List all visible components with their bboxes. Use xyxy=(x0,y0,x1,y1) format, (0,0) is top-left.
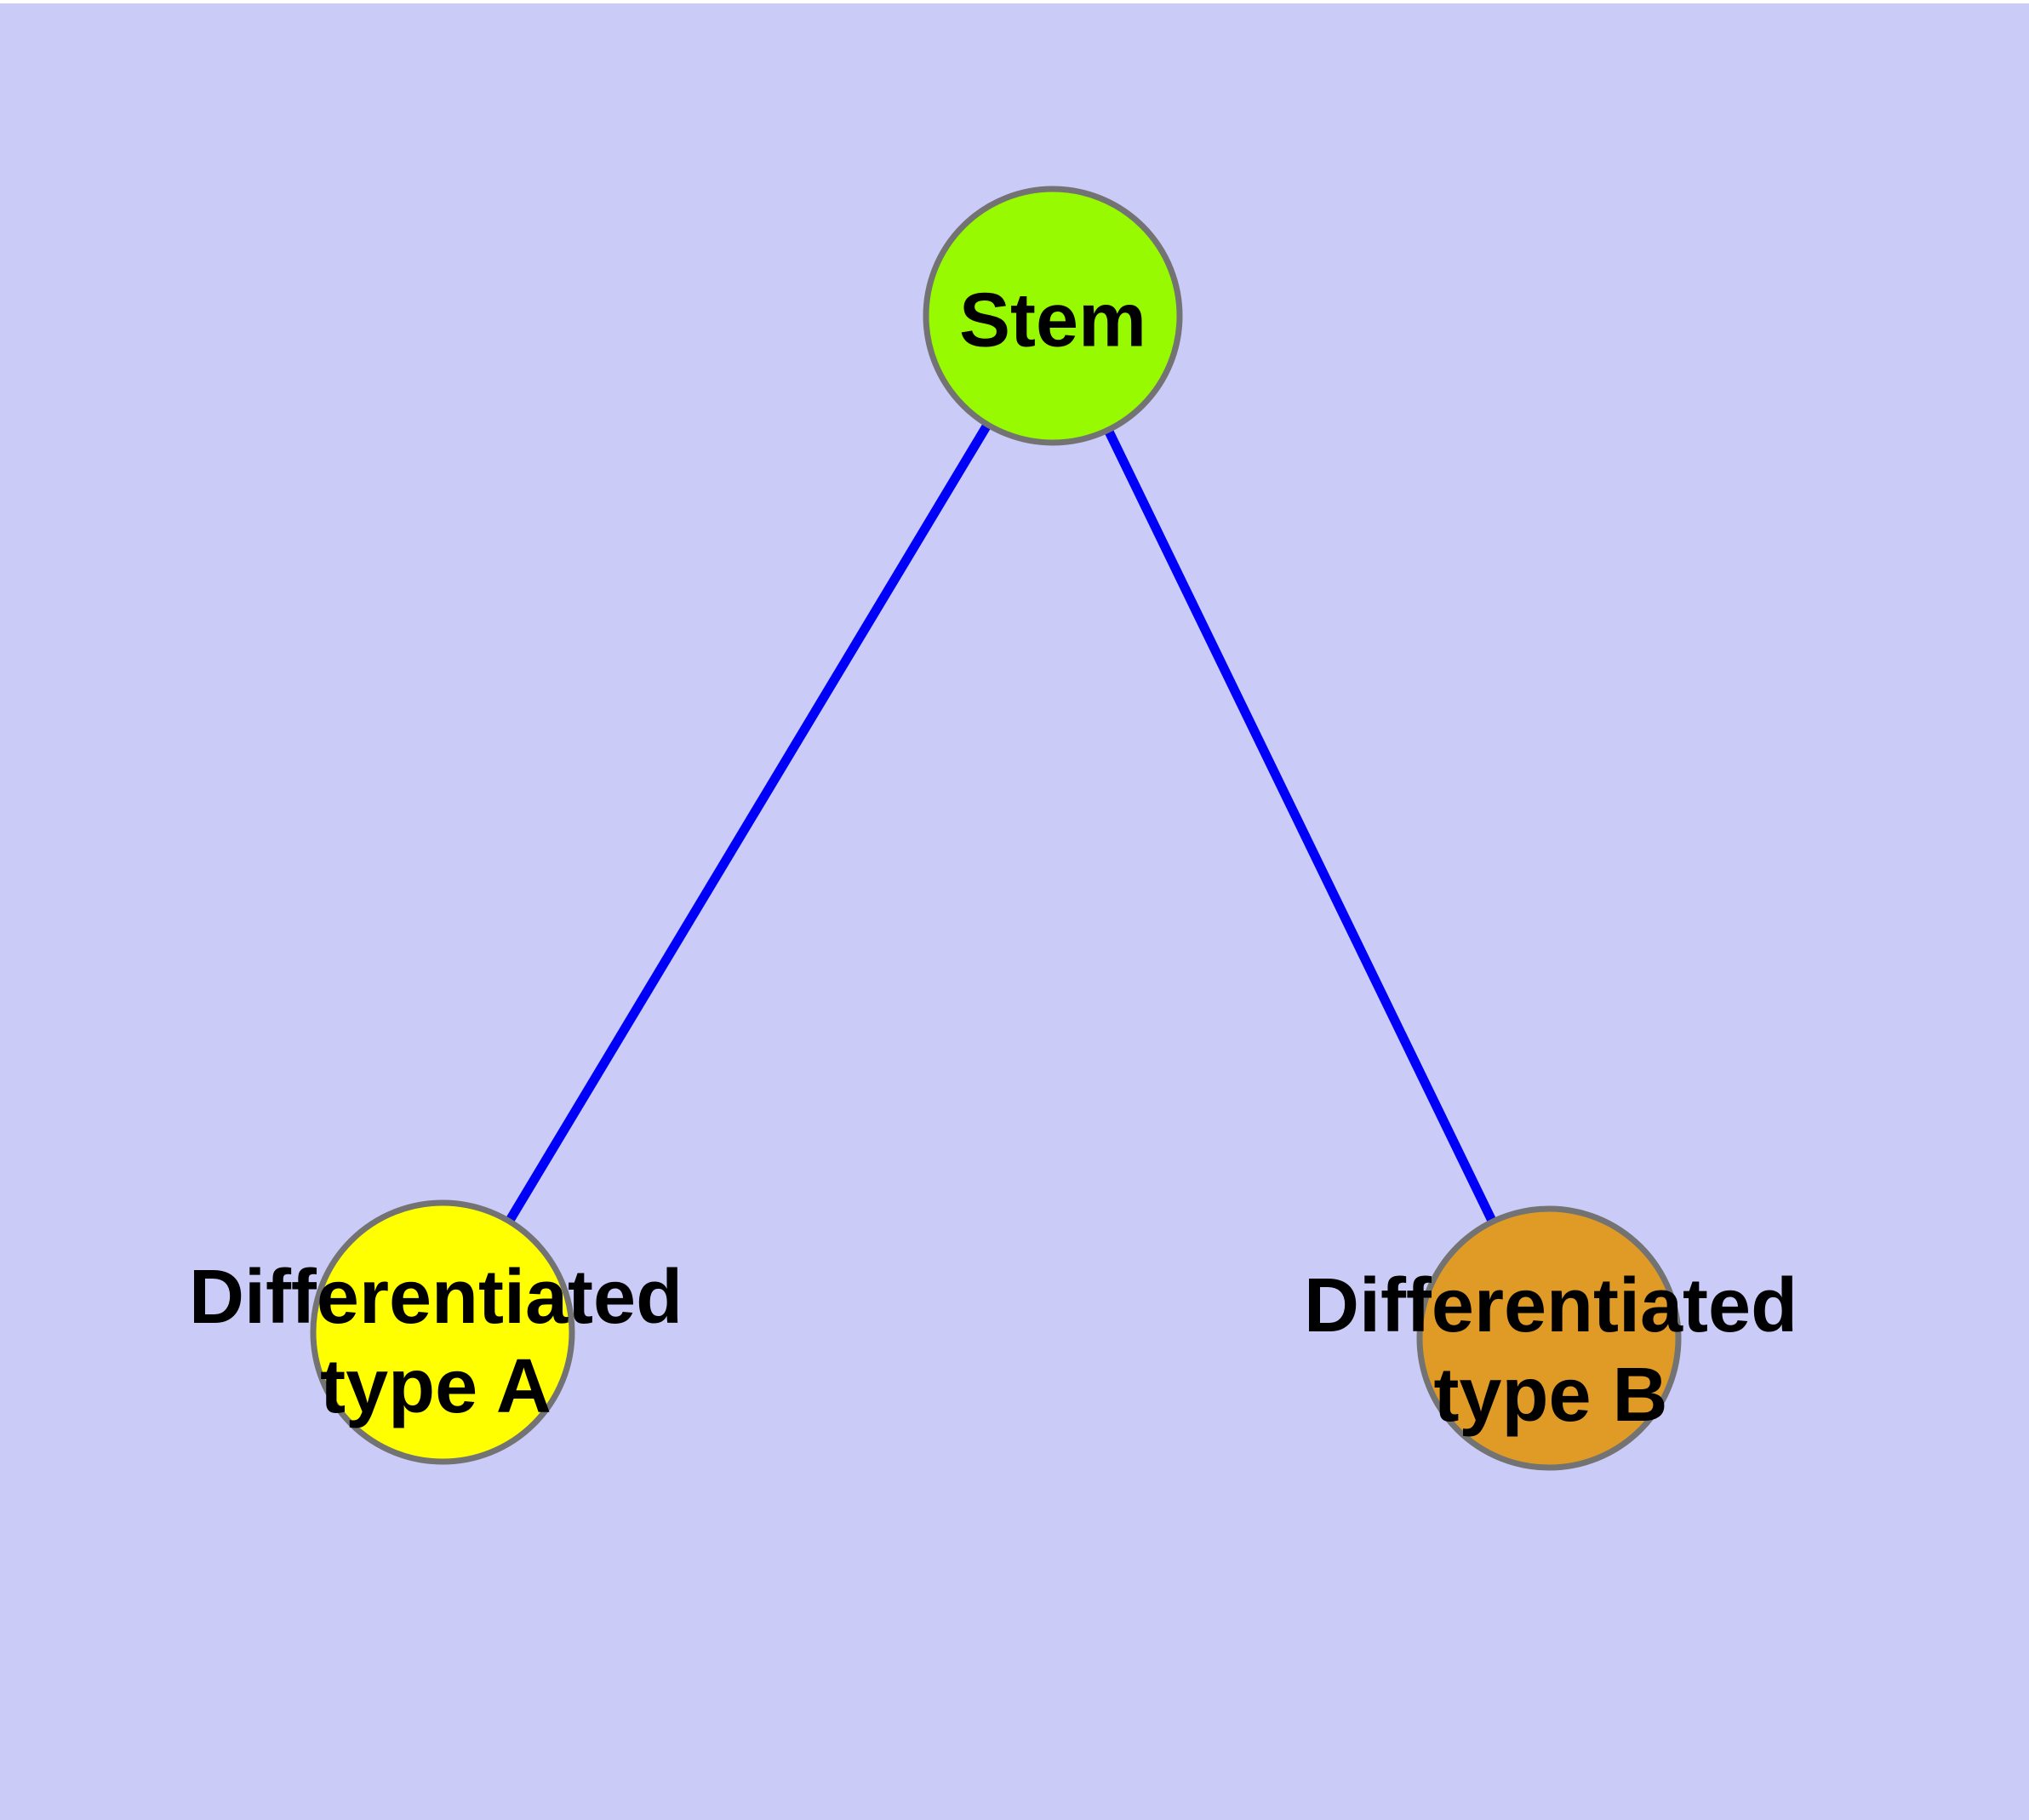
edge-stem-to-differentiated-type-b xyxy=(1049,313,1553,1341)
node-circle-stem xyxy=(923,186,1183,446)
node-circle-differentiated-type-b xyxy=(1416,1205,1682,1471)
node-circle-differentiated-type-a xyxy=(310,1199,575,1465)
edges-layer xyxy=(438,313,1553,1341)
top-white-strip xyxy=(0,0,2029,3)
nodes-layer xyxy=(310,186,1682,1471)
edge-stem-to-differentiated-type-a xyxy=(438,313,1057,1335)
